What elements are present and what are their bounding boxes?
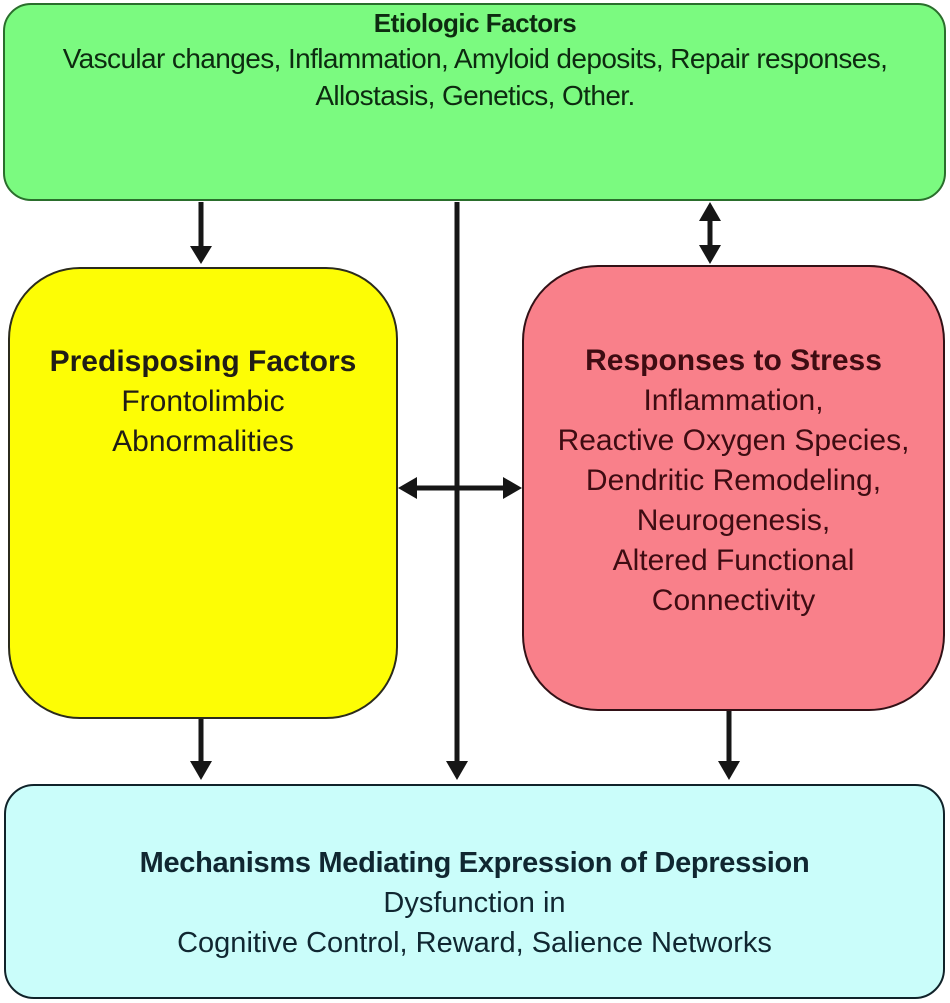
responses-body-line2: Reactive Oxygen Species, [557, 424, 910, 457]
etiologic-body-line1: Vascular changes, Inflammation, Amyloid … [62, 43, 888, 74]
node-predisposing-text: Predisposing Factors Frontolimbic Abnorm… [10, 342, 396, 462]
node-etiologic-text: Etiologic Factors Vascular changes, Infl… [0, 6, 950, 114]
mechanisms-body-line1: Dysfunction in [383, 887, 566, 919]
predisposing-body-line2: Abnormalities [112, 425, 294, 458]
responses-body-line3: Dendritic Remodeling, [585, 464, 882, 497]
etiologic-title: Etiologic Factors [373, 8, 577, 38]
node-mechanisms-text: Mechanisms Mediating Expression of Depre… [6, 843, 943, 963]
node-responses-to-stress: Responses to Stress Inflammation, Reacti… [522, 265, 945, 711]
node-responses-text: Responses to Stress Inflammation, Reacti… [524, 341, 943, 621]
node-predisposing-factors: Predisposing Factors Frontolimbic Abnorm… [8, 267, 398, 719]
arrow-responses-to-mechanisms [718, 711, 740, 780]
node-mechanisms-mediating: Mechanisms Mediating Expression of Depre… [4, 784, 945, 999]
arrow-etiologic-responses-bidirectional [699, 202, 721, 264]
responses-body-line4: Neurogenesis, [636, 504, 831, 537]
arrow-etiologic-to-predisposing [190, 202, 212, 264]
etiologic-body-line2: Allostasis, Genetics, Other. [315, 80, 635, 111]
predisposing-body-line1: Frontolimbic [121, 385, 285, 418]
predisposing-title: Predisposing Factors [49, 345, 357, 378]
responses-body-line5: Altered Functional [612, 544, 855, 577]
mechanisms-body-line2: Cognitive Control, Reward, Salience Netw… [177, 927, 772, 959]
mechanisms-title: Mechanisms Mediating Expression of Depre… [139, 847, 810, 879]
responses-body-line6: Connectivity [651, 584, 816, 617]
node-etiologic-factors [3, 3, 946, 201]
responses-title: Responses to Stress [585, 344, 882, 377]
arrow-predisposing-responses-bidirectional [398, 477, 522, 499]
arrow-etiologic-to-mechanisms [446, 202, 468, 780]
arrow-predisposing-to-mechanisms [190, 719, 212, 780]
responses-body-line1: Inflammation, [643, 384, 824, 417]
